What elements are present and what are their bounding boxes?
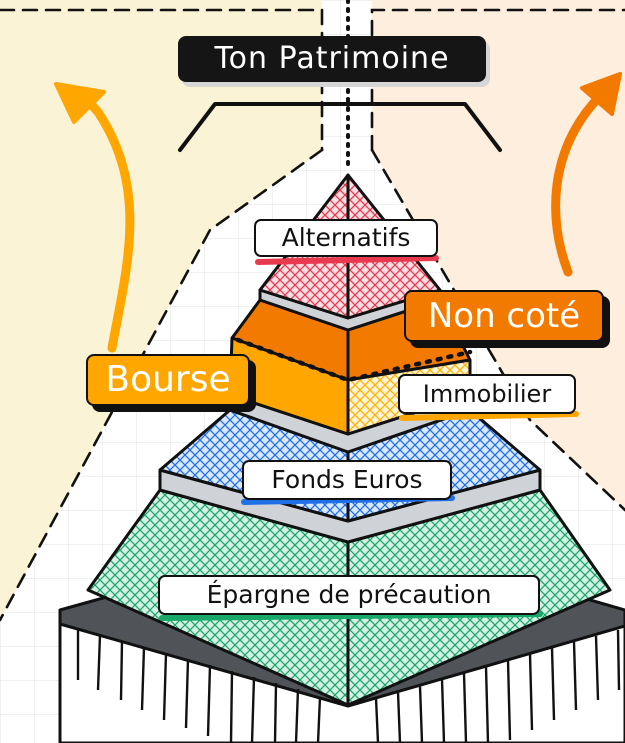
- right-arrow: [551, 91, 605, 277]
- label-fonds-euros: Fonds Euros: [242, 460, 452, 500]
- right-arrow-head: [580, 72, 622, 116]
- base-ticks: [76, 629, 621, 743]
- page-title: Ton Patrimoine: [178, 36, 486, 82]
- title-bracket: [178, 102, 502, 152]
- immobilier-underline: [399, 411, 579, 421]
- label-alternatifs: Alternatifs: [254, 219, 438, 257]
- label-non-cote: Non coté: [404, 290, 604, 342]
- label-epargne: Épargne de précaution: [158, 575, 540, 615]
- base-front: [58, 622, 625, 743]
- alternatifs-underline: [255, 255, 439, 265]
- label-bourse: Bourse: [86, 354, 250, 406]
- left-panel: [0, 0, 322, 620]
- left-arrow: [75, 87, 135, 353]
- left-arrow-head: [54, 82, 106, 124]
- middle-dotted-line: [235, 337, 473, 383]
- label-immobilier: Immobilier: [398, 374, 576, 414]
